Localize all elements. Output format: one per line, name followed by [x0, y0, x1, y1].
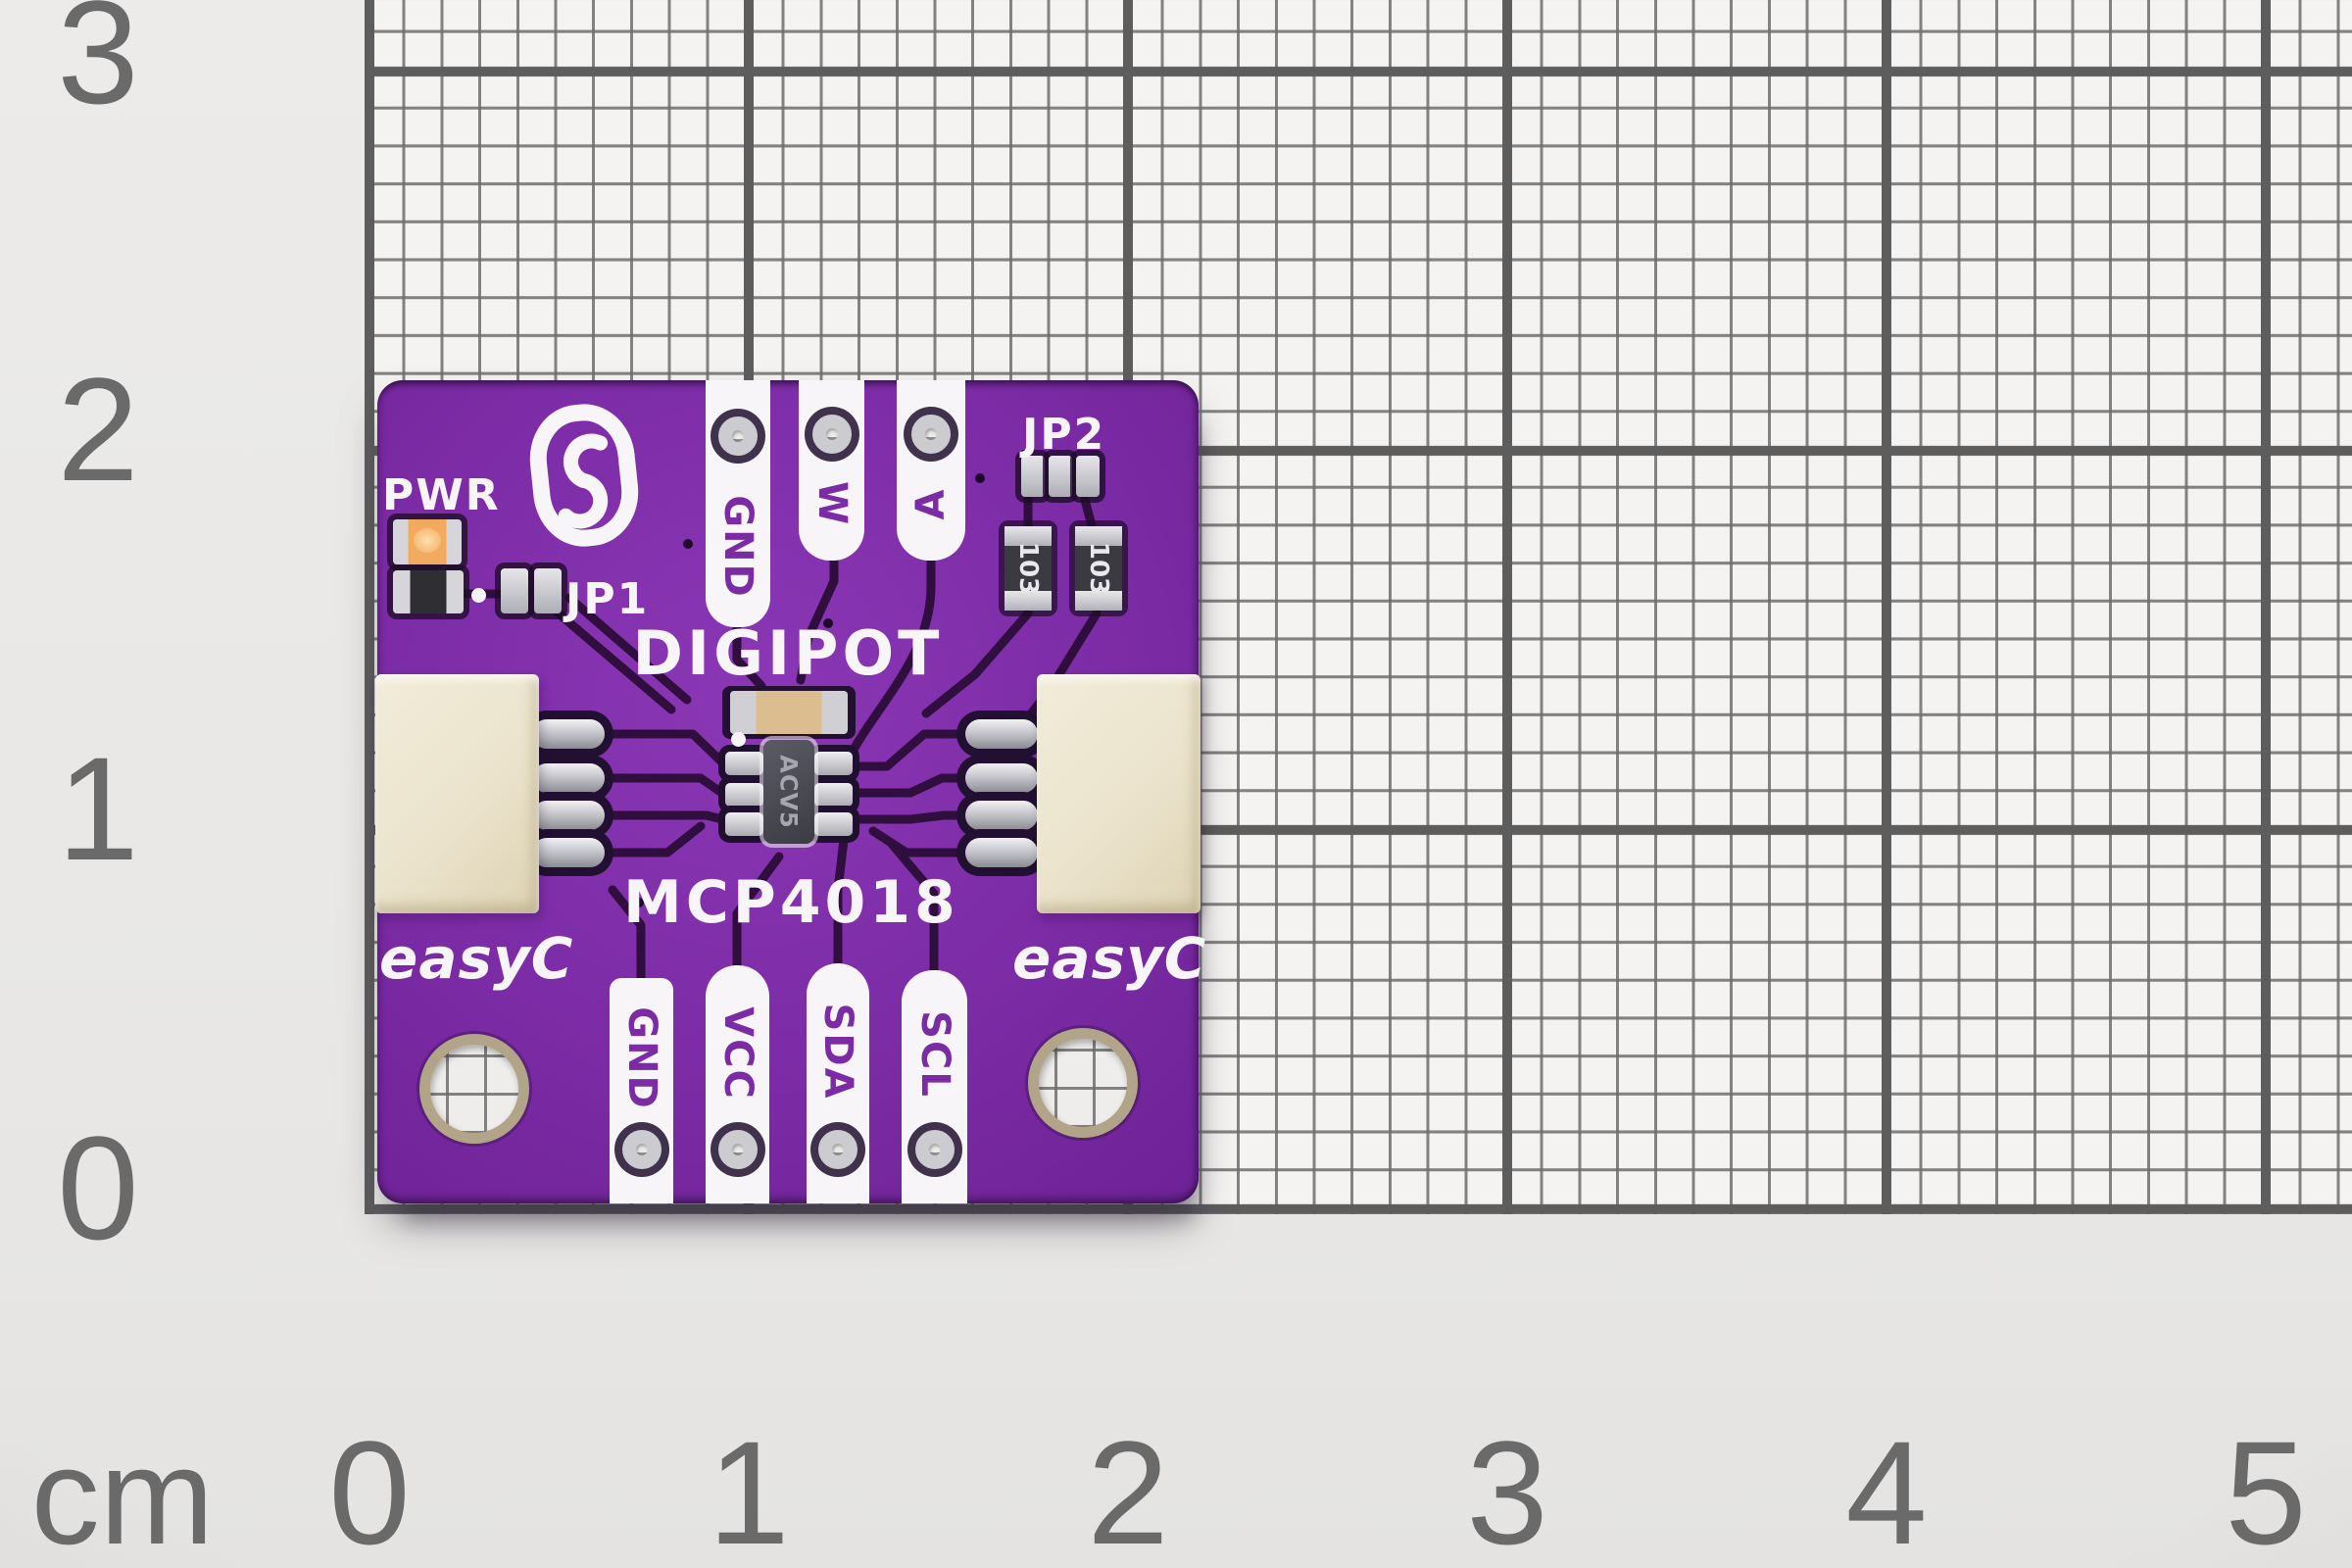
ic-pin	[725, 812, 763, 836]
pad-label-a: A	[908, 487, 954, 520]
connector-pin	[532, 838, 605, 867]
through-hole-gnd-top	[718, 416, 758, 456]
easyc-label-left: easyC	[379, 925, 574, 992]
mounting-hole-right	[1028, 1028, 1138, 1138]
resistor-103-left: 103	[1004, 526, 1052, 611]
jp2-pad-2	[1049, 456, 1072, 497]
through-hole-a	[911, 415, 951, 454]
via	[823, 618, 833, 628]
ruler-bottom-mark-1: 1	[708, 1410, 790, 1568]
jp1-label: JP1	[565, 574, 650, 624]
resistor-marking: 103	[1013, 541, 1043, 596]
jp2-pad-1	[1021, 456, 1045, 497]
jp2-label: JP2	[1022, 410, 1106, 460]
diode	[393, 570, 464, 613]
silk-dot	[471, 588, 486, 603]
ic-pin	[814, 783, 853, 807]
pad-label-gnd-bottom: GND	[618, 1006, 664, 1110]
board-title: DIGIPOT	[632, 617, 944, 689]
resistor-103-right: 103	[1075, 526, 1122, 611]
connector-pin	[965, 719, 1038, 749]
pad-strip-sda: SDA	[807, 963, 869, 1203]
pcb-board: PWR JP1 JP2 DIGIPOT MCP4018 easyC easyC …	[375, 380, 1205, 1203]
connector-pin	[532, 801, 605, 830]
ic-mcp4018: ACV5	[725, 740, 853, 844]
ruler-left-mark-0: 0	[57, 1105, 139, 1270]
silk-dot	[731, 732, 746, 747]
jp1-pad-right	[534, 568, 562, 613]
easyc-label-right: easyC	[1012, 925, 1207, 992]
via	[683, 539, 693, 549]
through-hole-vcc	[717, 1130, 758, 1169]
connector-pin	[965, 801, 1038, 830]
connector-pin	[532, 763, 605, 793]
pad-label-vcc: VCC	[714, 1006, 760, 1101]
ic-pin	[725, 752, 763, 775]
ruler-bottom-mark-3: 3	[1466, 1410, 1548, 1568]
ic-pin	[814, 752, 853, 775]
through-hole-sda	[818, 1130, 858, 1169]
through-hole-gnd-bottom	[621, 1130, 662, 1169]
ic-marking: ACV5	[775, 755, 803, 829]
easyc-connector-right	[1037, 674, 1200, 913]
through-hole-scl	[914, 1130, 955, 1169]
pad-strip-a: A	[897, 380, 965, 561]
ruler-left-mark-3: 3	[57, 0, 139, 134]
resistor-marking: 103	[1084, 541, 1113, 596]
power-led	[393, 519, 462, 564]
pad-strip-vcc: VCC	[706, 965, 769, 1203]
capacitor	[722, 686, 856, 739]
ruler-bottom-mark-4: 4	[1845, 1410, 1928, 1568]
ic-pin	[814, 812, 853, 836]
ruler-bottom-mark-2: 2	[1087, 1410, 1169, 1568]
led-glow	[414, 528, 441, 554]
connector-pin	[532, 719, 605, 749]
pad-label-sda: SDA	[815, 1003, 860, 1101]
mounting-hole-left	[419, 1034, 529, 1144]
pad-strip-scl: SCL	[902, 970, 967, 1203]
resistor-cap	[1004, 591, 1052, 611]
pad-label-scl: SCL	[911, 1010, 957, 1099]
via	[975, 473, 985, 483]
ic-body: ACV5	[763, 740, 814, 844]
jp1-pad-left	[501, 568, 528, 613]
pad-strip-gnd-top: GND	[706, 380, 770, 627]
pad-strip-w: W	[799, 380, 864, 561]
through-hole-w	[811, 415, 852, 454]
via	[634, 898, 644, 907]
connector-pin	[965, 838, 1038, 867]
easyc-connector-left	[375, 674, 539, 913]
ruler-left-mark-2: 2	[57, 347, 139, 512]
jp2-pad-3	[1076, 456, 1100, 497]
ruler-unit-label: cm	[30, 1419, 215, 1568]
ruler-bottom-mark-0: 0	[328, 1410, 411, 1568]
soldered-logo-icon	[529, 404, 639, 547]
pad-label-w: W	[808, 480, 855, 527]
resistor-cap	[1075, 526, 1122, 546]
resistor-cap	[1075, 591, 1122, 611]
ic-pin	[725, 783, 763, 807]
resistor-cap	[1004, 526, 1052, 546]
ruler-left-mark-1: 1	[57, 726, 139, 891]
chip-name-label: MCP4018	[623, 868, 959, 937]
ruler-bottom-mark-5: 5	[2225, 1410, 2307, 1568]
pad-label-gnd-top: GND	[715, 495, 760, 599]
capacitor-body	[730, 691, 848, 734]
pwr-label: PWR	[382, 470, 501, 520]
pad-strip-gnd-bottom: GND	[610, 978, 673, 1203]
connector-pin	[965, 763, 1038, 793]
